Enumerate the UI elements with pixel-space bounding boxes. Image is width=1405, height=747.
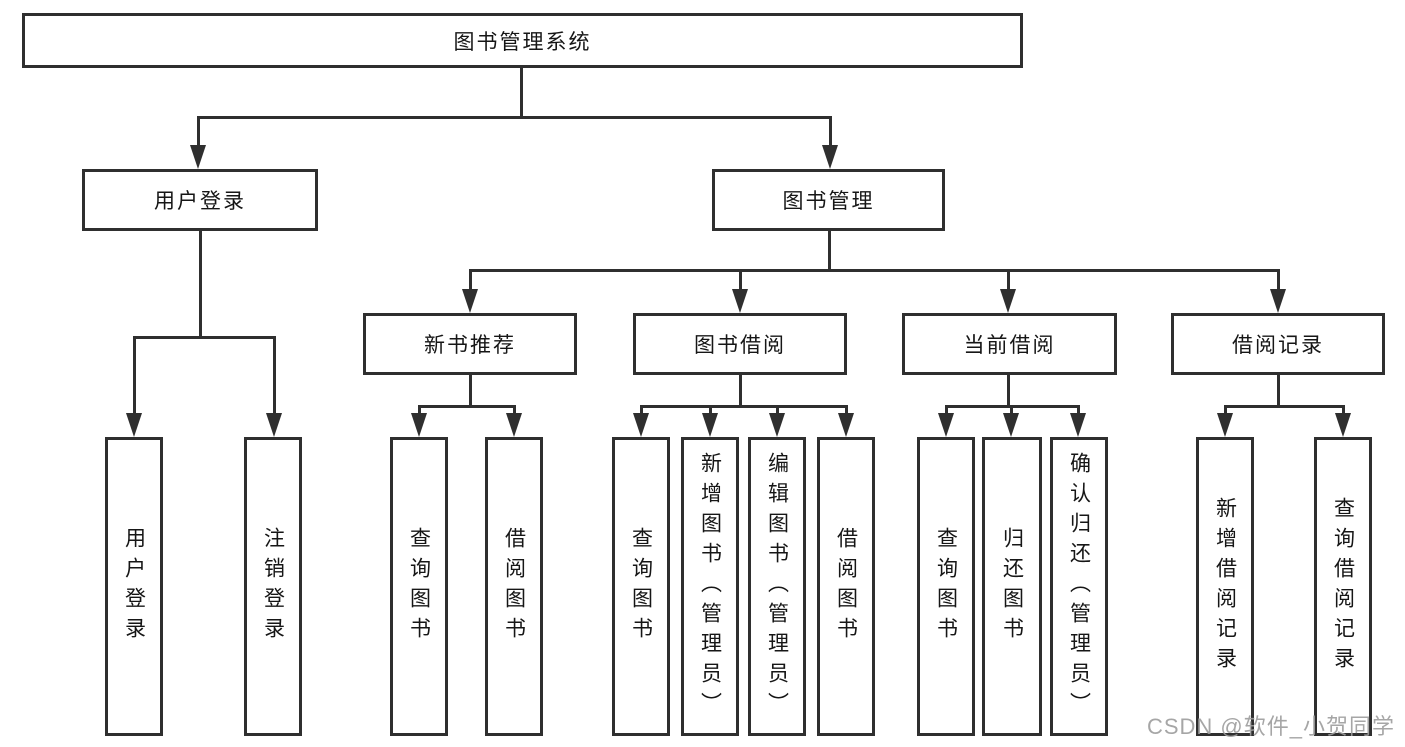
connector-book-mgmt-stem — [828, 231, 831, 271]
leaf-rec-add: 新增借阅记录 — [1196, 437, 1254, 736]
arrowhead-down — [732, 289, 748, 313]
arrowhead-down — [1335, 413, 1351, 437]
node-current-borrow-label: 当前借阅 — [963, 334, 1056, 357]
connector-stub — [1077, 405, 1080, 416]
arrowhead-down — [506, 413, 522, 437]
connector-stub — [845, 405, 848, 416]
connector-stub — [829, 116, 832, 147]
connector-borrow-records-stem — [1277, 375, 1280, 407]
connector-stub — [640, 405, 643, 416]
connector-stub — [1007, 269, 1010, 292]
leaf-cu-confirm-return: 确认归还（管理员） — [1050, 437, 1108, 736]
leaf-cu-return-books-label: 归还图书 — [1000, 526, 1024, 647]
connector-stub — [739, 269, 742, 292]
arrowhead-down — [633, 413, 649, 437]
leaf-nb-borrow-books: 借阅图书 — [485, 437, 543, 736]
arrowhead-down — [190, 145, 206, 169]
connector-stub — [273, 336, 276, 416]
connector-new-book-bus — [418, 405, 516, 408]
connector-stub — [945, 405, 948, 416]
arrowhead-down — [702, 413, 718, 437]
node-current-borrow: 当前借阅 — [902, 313, 1117, 375]
leaf-bw-add-books-label: 新增图书（管理员） — [698, 451, 722, 722]
connector-new-book-stem — [469, 375, 472, 407]
leaf-nb-query-books-label: 查询图书 — [407, 526, 431, 647]
leaf-nb-query-books: 查询图书 — [390, 437, 448, 736]
leaf-user-login: 用户登录 — [105, 437, 163, 736]
connector-stub — [513, 405, 516, 416]
connector-stub — [1010, 405, 1013, 416]
node-book-borrow-label: 图书借阅 — [694, 334, 786, 357]
connector-user-login-bus — [133, 336, 276, 339]
arrowhead-down — [822, 145, 838, 169]
connector-stub — [776, 405, 779, 416]
connector-stub — [197, 116, 200, 147]
leaf-nb-borrow-books-label: 借阅图书 — [502, 526, 526, 647]
leaf-logout-label: 注销登录 — [261, 526, 285, 647]
node-new-book-rec: 新书推荐 — [363, 313, 577, 375]
node-user-login-label: 用户登录 — [154, 190, 246, 213]
leaf-bw-borrow-books: 借阅图书 — [817, 437, 875, 736]
node-root-label: 图书管理系统 — [453, 30, 592, 54]
node-root: 图书管理系统 — [22, 13, 1023, 68]
connector-stub — [133, 336, 136, 416]
connector-stub — [1224, 405, 1227, 416]
connector-borrow-records-bus — [1224, 405, 1344, 408]
arrowhead-down — [1000, 289, 1016, 313]
arrowhead-down — [769, 413, 785, 437]
leaf-bw-query-books-label: 查询图书 — [629, 526, 653, 647]
connector-book-borrow-stem — [739, 375, 742, 407]
arrowhead-down — [266, 413, 282, 437]
leaf-cu-query-books: 查询图书 — [917, 437, 975, 736]
connector-current-borrow-stem — [1007, 375, 1010, 407]
arrowhead-down — [1070, 413, 1086, 437]
node-book-borrow: 图书借阅 — [633, 313, 847, 375]
connector-stub — [1277, 269, 1280, 292]
arrowhead-down — [938, 413, 954, 437]
watermark: CSDN @软件_小贺同学 — [1146, 714, 1395, 739]
arrowhead-down — [411, 413, 427, 437]
connector-user-login-stem — [199, 231, 202, 339]
arrowhead-down — [1003, 413, 1019, 437]
leaf-cu-query-books-label: 查询图书 — [934, 526, 958, 647]
arrowhead-down — [126, 413, 142, 437]
leaf-bw-edit-books: 编辑图书（管理员） — [748, 437, 806, 736]
leaf-bw-add-books: 新增图书（管理员） — [681, 437, 739, 736]
arrowhead-down — [1217, 413, 1233, 437]
leaf-cu-return-books: 归还图书 — [982, 437, 1042, 736]
leaf-rec-query-label: 查询借阅记录 — [1331, 496, 1355, 677]
arrowhead-down — [462, 289, 478, 313]
connector-book-mgmt-bus — [469, 269, 1280, 272]
connector-stub — [1342, 405, 1345, 416]
leaf-user-login-label: 用户登录 — [122, 526, 146, 647]
connector-root-stem — [520, 68, 523, 118]
node-borrow-records-label: 借阅记录 — [1232, 334, 1324, 357]
connector-stub — [709, 405, 712, 416]
leaf-rec-query: 查询借阅记录 — [1314, 437, 1372, 736]
node-new-book-rec-label: 新书推荐 — [424, 334, 516, 357]
leaf-bw-borrow-books-label: 借阅图书 — [834, 526, 858, 647]
connector-root-bus — [197, 116, 832, 119]
node-user-login: 用户登录 — [82, 169, 318, 231]
leaf-rec-add-label: 新增借阅记录 — [1213, 496, 1237, 677]
leaf-bw-query-books: 查询图书 — [612, 437, 670, 736]
node-borrow-records: 借阅记录 — [1171, 313, 1385, 375]
arrowhead-down — [838, 413, 854, 437]
leaf-bw-edit-books-label: 编辑图书（管理员） — [765, 451, 789, 722]
arrowhead-down — [1270, 289, 1286, 313]
connector-stub — [469, 269, 472, 292]
leaf-logout: 注销登录 — [244, 437, 302, 736]
node-book-mgmt-label: 图书管理 — [782, 190, 875, 213]
leaf-cu-confirm-return-label: 确认归还（管理员） — [1067, 451, 1091, 722]
node-book-mgmt: 图书管理 — [712, 169, 945, 231]
connector-stub — [418, 405, 421, 416]
connector-book-borrow-bus — [640, 405, 848, 408]
